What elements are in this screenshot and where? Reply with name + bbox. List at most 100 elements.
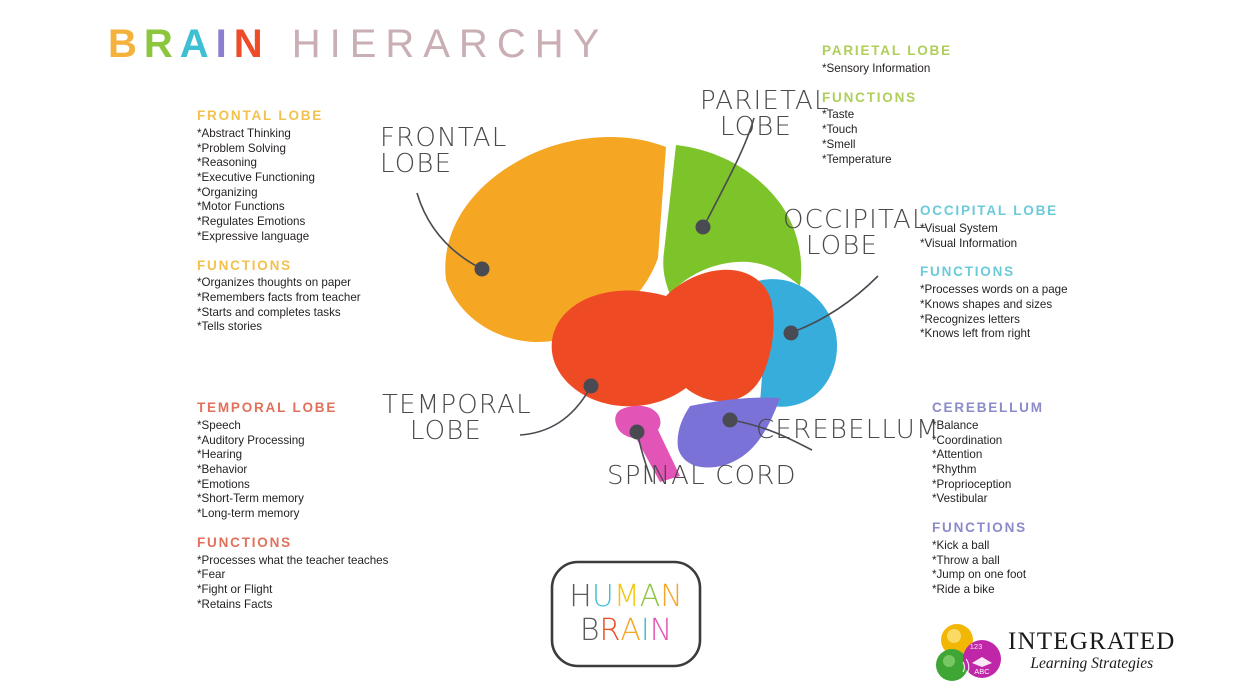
cerebellum-functions-heading: FUNCTIONS [932, 520, 1027, 536]
temporal-functions-list: *Processes what the teacher teaches*Fear… [197, 554, 388, 613]
leader-line-cerebellum [731, 419, 813, 451]
logo-name: INTEGRATED [1008, 628, 1176, 655]
list-item: *Recognizes letters [920, 312, 1020, 326]
list-item: *Proprioception [932, 477, 1012, 491]
list-item: *Sensory Information [822, 61, 931, 75]
info-block-frontal-lobe: FRONTAL LOBE *Abstract Thinking*Problem … [197, 108, 361, 335]
badge-line-brain: BRAIN [580, 614, 672, 648]
cerebellum-list: *Balance*Coordination*Attention*Rhythm*P… [932, 419, 1044, 507]
list-item: *Kick a ball [932, 538, 990, 552]
list-item: *Fight or Flight [197, 583, 273, 597]
frontal-lobe-list: *Abstract Thinking*Problem Solving*Reaso… [197, 127, 361, 245]
occipital-lobe-list: *Visual System*Visual Information [920, 222, 1068, 251]
leader-dot-spinal-cord [629, 424, 645, 440]
logo-mark-label-abc: ABC [974, 667, 990, 676]
badge-line-human: HUMAN [569, 580, 682, 614]
list-item: *Knows shapes and sizes [920, 297, 1053, 311]
list-item: *Attention [932, 448, 983, 462]
list-item: *Starts and completes tasks [197, 305, 341, 319]
temporal-lobe-heading: TEMPORAL LOBE [197, 400, 338, 415]
diagram-label-temporal-lobe: TEMPORAL LOBE [382, 390, 532, 446]
leader-dot-temporal [583, 378, 599, 394]
list-item: *Short-Term memory [197, 492, 304, 506]
logo-mark: 123 ABC [936, 624, 1001, 681]
leader-dot-occipital [783, 325, 799, 341]
badge-letter: N [660, 579, 683, 614]
list-item: *Smell [822, 137, 856, 151]
integrated-learning-strategies-logo[interactable]: 123 ABC INTEGRATED Learning Strategies [930, 622, 1180, 684]
leader-line-parietal [704, 117, 755, 225]
cerebellum-functions-list: *Kick a ball*Throw a ball*Jump on one fo… [932, 539, 1044, 598]
list-item: *Taste [822, 108, 855, 122]
info-block-temporal-lobe: TEMPORAL LOBE *Speech*Auditory Processin… [197, 400, 388, 612]
occipital-lobe-heading: OCCIPITAL LOBE [920, 203, 1058, 218]
list-item: *Retains Facts [197, 597, 273, 611]
list-item: *Executive Functioning [197, 170, 315, 184]
leader-dot-frontal [474, 261, 490, 277]
info-block-parietal-lobe: PARIETAL LOBE *Sensory Information FUNCT… [822, 43, 952, 167]
title-letter: N [233, 22, 270, 66]
list-item: *Auditory Processing [197, 433, 305, 447]
list-item: *Processes what the teacher teaches [197, 553, 389, 567]
list-item: *Jump on one foot [932, 568, 1027, 582]
diagram-label-parietal-lobe: PARIETAL LOBE [700, 86, 830, 142]
logo-tagline: Learning Strategies [1030, 655, 1154, 672]
list-item: *Fear [197, 568, 226, 582]
list-item: *Hearing [197, 448, 243, 462]
badge-letter: U [591, 579, 614, 614]
list-item: *Motor Functions [197, 200, 285, 214]
list-item: *Long-term memory [197, 507, 300, 521]
list-item: *Organizes thoughts on paper [197, 276, 352, 290]
list-item: *Remembers facts from teacher [197, 291, 361, 305]
list-item: *Organizing [197, 185, 258, 199]
list-item: *Visual Information [920, 236, 1018, 250]
list-item: *Tells stories [197, 320, 263, 334]
list-item: *Emotions [197, 477, 250, 491]
parietal-lobe-heading: PARIETAL LOBE [822, 43, 952, 58]
human-brain-badge: HUMAN BRAIN [548, 558, 704, 670]
badge-letter: M [613, 579, 640, 614]
brain-diagram [416, 117, 879, 487]
list-item: *Visual System [920, 221, 998, 235]
badge-letter: N [649, 613, 673, 648]
list-item: *Balance [932, 418, 979, 432]
list-item: *Ride a bike [932, 583, 995, 597]
list-item: *Rhythm [932, 462, 977, 476]
leader-line-spinal-cord [637, 434, 653, 483]
list-item: *Touch [822, 123, 858, 137]
occipital-functions-heading: FUNCTIONS [920, 264, 1015, 280]
parietal-functions-heading: FUNCTIONS [822, 89, 917, 105]
info-block-occipital-lobe: OCCIPITAL LOBE *Visual System*Visual Inf… [920, 203, 1068, 342]
list-item: *Reasoning [197, 156, 257, 170]
list-item: *Vestibular [932, 492, 988, 506]
title-hierarchy-word: HIERARCHY [291, 22, 609, 66]
occipital-functions-list: *Processes words on a page*Knows shapes … [920, 283, 1068, 342]
list-item: *Throw a ball [932, 553, 1000, 567]
parietal-lobe-list: *Sensory Information [822, 62, 952, 77]
leader-line-occipital [792, 275, 879, 333]
list-item: *Abstract Thinking [197, 126, 291, 140]
logo-wordmark: INTEGRATED Learning Strategies [1008, 628, 1176, 673]
cerebellum-heading: CEREBELLUM [932, 400, 1044, 415]
temporal-functions-heading: FUNCTIONS [197, 534, 292, 550]
badge-letter: B [579, 613, 600, 648]
title-letter: R [143, 22, 180, 66]
diagram-label-frontal-lobe: FRONTAL LOBE [380, 123, 508, 179]
temporal-lobe-list: *Speech*Auditory Processing*Hearing*Beha… [197, 419, 388, 522]
title-letter: A [179, 22, 216, 66]
frontal-lobe-heading: FRONTAL LOBE [197, 108, 324, 123]
list-item: *Knows left from right [920, 327, 1031, 341]
list-item: *Processes words on a page [920, 283, 1068, 297]
diagram-label-spinal-cord: SPINAL CORD [607, 461, 797, 491]
logo-mark-label-123: 123 [970, 642, 983, 651]
leader-line-temporal [519, 387, 591, 436]
list-item: *Speech [197, 418, 241, 432]
badge-letter: A [620, 613, 641, 648]
diagram-label-cerebellum: CEREBELLUM [756, 415, 940, 445]
badge-outline [550, 560, 702, 668]
list-item: *Problem Solving [197, 141, 286, 155]
badge-letter: R [599, 613, 621, 648]
diagram-label-occipital-lobe: OCCIPITAL LOBE [783, 205, 928, 261]
